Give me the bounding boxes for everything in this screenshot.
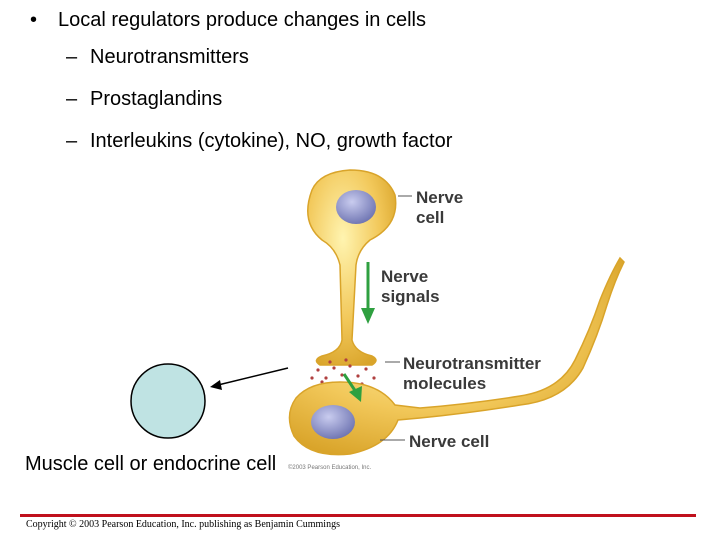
copyright-text: Copyright © 2003 Pearson Education, Inc.… <box>26 519 340 530</box>
muscle-cell-icon <box>130 363 206 439</box>
sub-bullet: –Neurotransmitters <box>66 43 249 71</box>
main-bullet: • Local regulators produce changes in cel… <box>30 6 426 34</box>
dash-symbol: – <box>66 88 78 110</box>
label-nerve-cell-bottom: Nerve cell <box>409 432 490 451</box>
label-neurotransmitter-molecules: Neurotransmitter molecules <box>403 354 541 393</box>
upper-nerve-cell <box>307 169 397 366</box>
neurotransmitter-dots <box>310 358 376 386</box>
nucleus-icon <box>336 190 376 224</box>
sub-bullet-text: Prostaglandins <box>90 88 223 110</box>
sub-bullet: –Interleukins (cytokine), NO, growth fac… <box>66 127 452 155</box>
image-credit: ©2003 Pearson Education, Inc. <box>288 465 372 471</box>
lower-nerve-cell <box>288 256 625 456</box>
dash-symbol: – <box>66 130 78 152</box>
signal-arrow-icon <box>361 262 375 324</box>
sub-bullet-text: Interleukins (cytokine), NO, growth fact… <box>90 130 453 152</box>
bullet-symbol: • <box>30 9 38 31</box>
dash-symbol: – <box>66 46 78 68</box>
sub-bullet: –Prostaglandins <box>66 85 222 113</box>
release-arrow-icon <box>342 373 362 402</box>
leader-lines <box>380 195 412 441</box>
sub-bullet-text: Neurotransmitters <box>90 46 249 68</box>
label-nerve-cell-top: Nerve cell <box>416 188 464 227</box>
main-bullet-text: Local regulators produce changes in cell… <box>58 9 426 31</box>
pointer-arrow-icon <box>210 367 289 390</box>
footer-divider <box>20 514 696 517</box>
nucleus-icon <box>311 405 355 439</box>
muscle-cell-caption: Muscle cell or endocrine cell <box>25 453 277 475</box>
label-nerve-signals: Nerve signals <box>381 267 440 306</box>
